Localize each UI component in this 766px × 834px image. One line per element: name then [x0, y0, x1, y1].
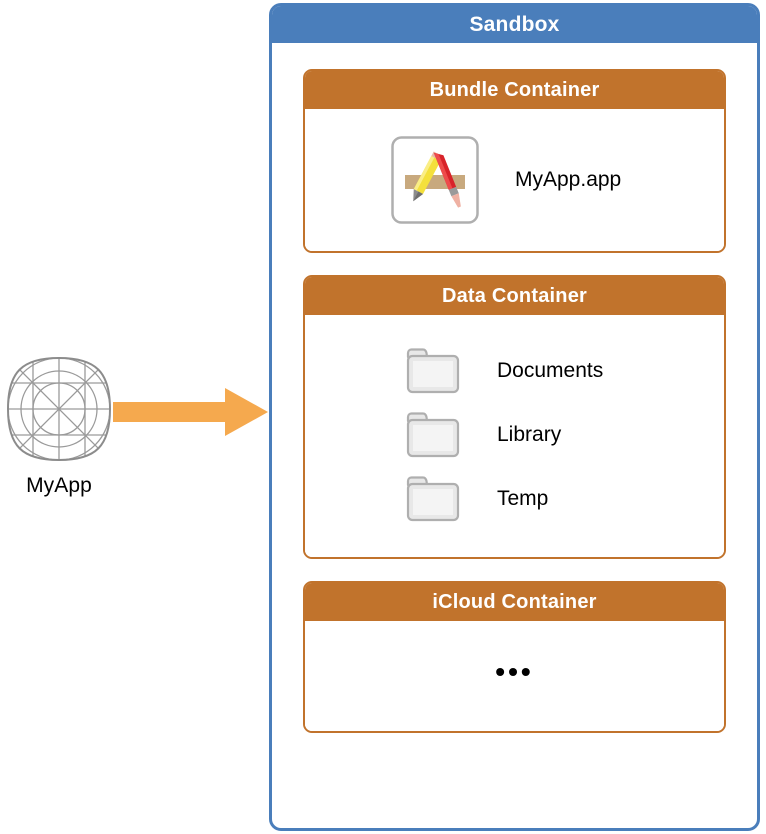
data-container-body: Documents Library	[305, 315, 724, 557]
folder-label: Temp	[497, 487, 549, 510]
data-container: Data Container Documents	[303, 275, 726, 559]
xcode-app-icon	[391, 136, 479, 224]
data-container-title: Data Container	[305, 277, 724, 315]
sandbox-title: Sandbox	[272, 6, 757, 43]
list-item-library: Library	[305, 403, 724, 467]
icloud-container-body: •••	[305, 621, 724, 731]
app-source-label: MyApp	[26, 474, 92, 497]
sandbox-box: Sandbox Bundle Container	[269, 3, 760, 831]
bundle-container-title: Bundle Container	[305, 71, 724, 109]
list-item-documents: Documents	[305, 339, 724, 403]
right-arrow-icon	[113, 388, 268, 436]
sandbox-body: Bundle Container	[272, 43, 757, 733]
ellipsis-placeholder: •••	[495, 656, 534, 687]
folder-label: Library	[497, 423, 562, 446]
bundle-container-body: MyApp.app	[305, 109, 724, 251]
bundle-app-label: MyApp.app	[515, 168, 622, 191]
folder-icon	[406, 348, 460, 394]
folder-icon	[406, 412, 460, 458]
app-source-group: MyApp	[4, 356, 114, 498]
icloud-container: iCloud Container •••	[303, 581, 726, 733]
folder-icon	[406, 476, 460, 522]
icloud-container-title: iCloud Container	[305, 583, 724, 621]
folder-label: Documents	[497, 359, 604, 382]
list-item-temp: Temp	[305, 467, 724, 531]
app-grid-template-icon	[6, 356, 112, 462]
bundle-container: Bundle Container	[303, 69, 726, 253]
